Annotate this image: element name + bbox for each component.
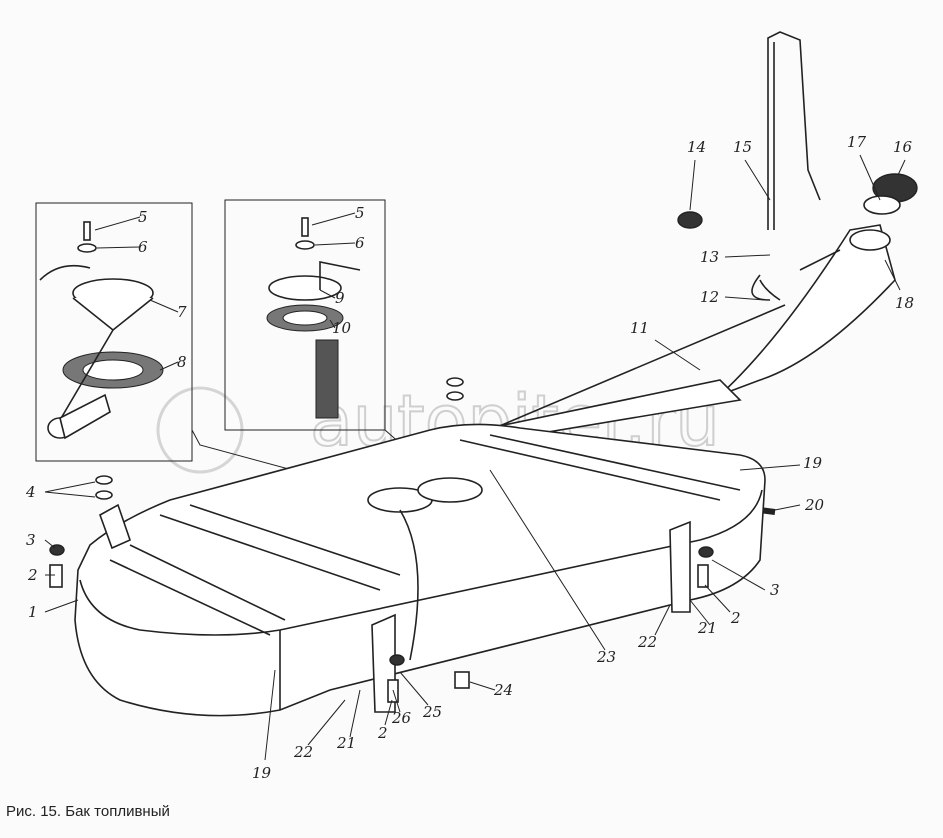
fuel-intake bbox=[266, 217, 361, 419]
callout-2: 2 bbox=[377, 724, 388, 742]
figure-caption: Рис. 15. Бак топливный bbox=[6, 803, 170, 820]
callout-19: 19 bbox=[252, 764, 272, 782]
callout-22: 22 bbox=[293, 743, 313, 761]
callout-1: 1 bbox=[28, 603, 38, 621]
callout-13: 13 bbox=[700, 248, 719, 266]
callout-6: 6 bbox=[138, 238, 148, 256]
callout-22: 22 bbox=[637, 633, 657, 651]
callout-23: 23 bbox=[596, 648, 616, 666]
callout-14: 14 bbox=[687, 138, 706, 156]
callout-18: 18 bbox=[895, 294, 914, 312]
callout-8: 8 bbox=[177, 353, 187, 371]
callout-5: 5 bbox=[355, 204, 365, 222]
fuel-tank bbox=[49, 377, 766, 717]
leader-lines bbox=[44, 154, 906, 761]
callout-6: 6 bbox=[355, 234, 365, 252]
callout-9: 9 bbox=[335, 289, 345, 307]
callout-19: 19 bbox=[803, 454, 823, 472]
callout-7: 7 bbox=[177, 303, 187, 321]
callout-5: 5 bbox=[138, 208, 148, 226]
callout-16: 16 bbox=[893, 138, 913, 156]
callout-2: 2 bbox=[730, 609, 741, 627]
callout-2: 2 bbox=[27, 566, 38, 584]
callout-21: 21 bbox=[697, 619, 717, 637]
callout-4: 4 bbox=[25, 483, 36, 501]
callout-20: 20 bbox=[804, 496, 825, 514]
callout-17: 17 bbox=[847, 133, 867, 151]
callout-11: 11 bbox=[630, 319, 649, 337]
callout-25: 25 bbox=[422, 703, 442, 721]
vent-hose bbox=[489, 304, 786, 431]
callout-12: 12 bbox=[700, 288, 719, 306]
callout-3: 3 bbox=[26, 531, 36, 549]
callout-3: 3 bbox=[770, 581, 780, 599]
callout-26: 26 bbox=[391, 709, 412, 727]
inset-box-intake bbox=[224, 199, 386, 431]
callout-10: 10 bbox=[332, 319, 352, 337]
callout-15: 15 bbox=[733, 138, 752, 156]
callout-labels: 5 6 7 8 5 6 9 10 14 15 16 17 18 13 12 11… bbox=[25, 133, 914, 782]
callout-21: 21 bbox=[336, 734, 356, 752]
filler-neck bbox=[677, 31, 918, 396]
callout-24: 24 bbox=[493, 681, 513, 699]
fuel-level-sender bbox=[39, 221, 164, 440]
inset-box-sender bbox=[35, 202, 193, 462]
